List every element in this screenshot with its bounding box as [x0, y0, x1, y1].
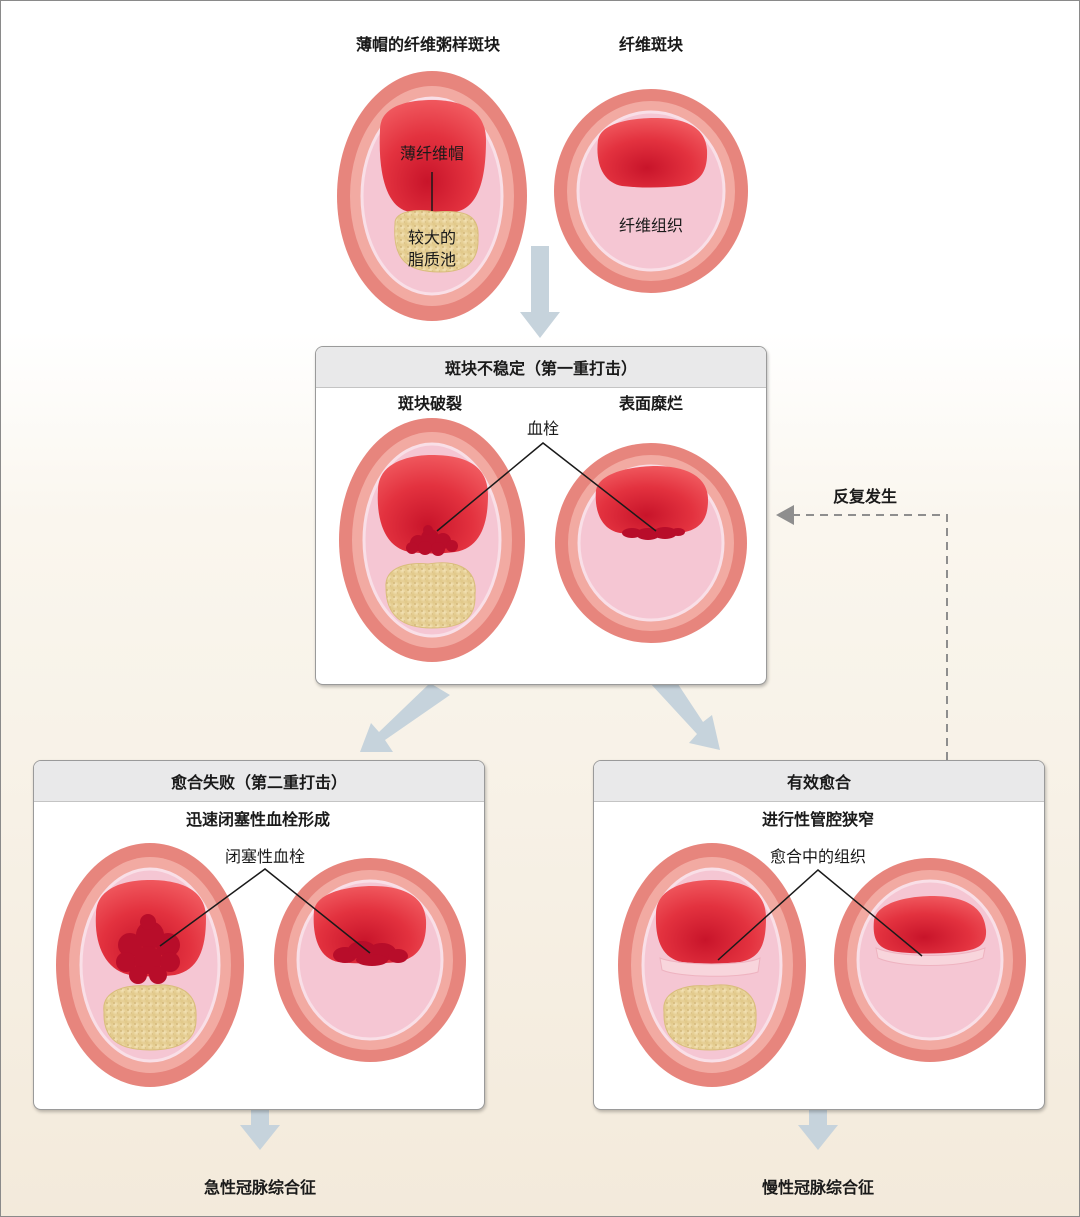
lipid-pool-label-line2: 脂质池 [407, 250, 457, 269]
panel-title: 斑块不稳定（第一重打击） [444, 359, 638, 378]
panel-header: 斑块不稳定（第一重打击） [316, 347, 766, 388]
acute-coronary-syndrome-label: 急性冠脉综合征 [203, 1178, 317, 1197]
panel-header: 愈合失败（第二重打击） [34, 761, 484, 802]
vessel-thin-cap-fibroatheroma [337, 71, 527, 321]
recurrence-label: 反复发生 [833, 487, 898, 506]
chronic-coronary-syndrome-label: 慢性冠脉综合征 [761, 1178, 875, 1197]
thrombus-label: 血栓 [526, 419, 560, 438]
progressive-narrowing-subtitle: 进行性管腔狭窄 [761, 810, 875, 829]
thin-cap-fibroatheroma-title: 薄帽的纤维粥样斑块 [355, 35, 501, 54]
panel-header: 有效愈合 [594, 761, 1044, 802]
surface-erosion-title: 表面糜烂 [618, 394, 684, 413]
fibrous-tissue-label: 纤维组织 [618, 216, 684, 235]
fibrous-plaque-title: 纤维斑块 [618, 35, 684, 54]
flow-arrows [240, 246, 838, 1150]
healing-tissue-label: 愈合中的组织 [769, 847, 867, 866]
lipid-pool-label-line1: 较大的 [407, 228, 457, 247]
panel-title: 愈合失败（第二重打击） [170, 773, 348, 792]
thin-cap-label: 薄纤维帽 [399, 144, 465, 163]
recurrence-arrow [776, 505, 948, 760]
rapid-occlusion-subtitle: 迅速闭塞性血栓形成 [185, 810, 331, 829]
plaque-rupture-title: 斑块破裂 [397, 394, 463, 413]
panel-plaque-instability: 斑块不稳定（第一重打击） [315, 346, 767, 685]
occlusive-thrombus-label: 闭塞性血栓 [224, 847, 306, 866]
vessel-fibrous-plaque [554, 89, 748, 293]
panel-title: 有效愈合 [786, 773, 852, 792]
